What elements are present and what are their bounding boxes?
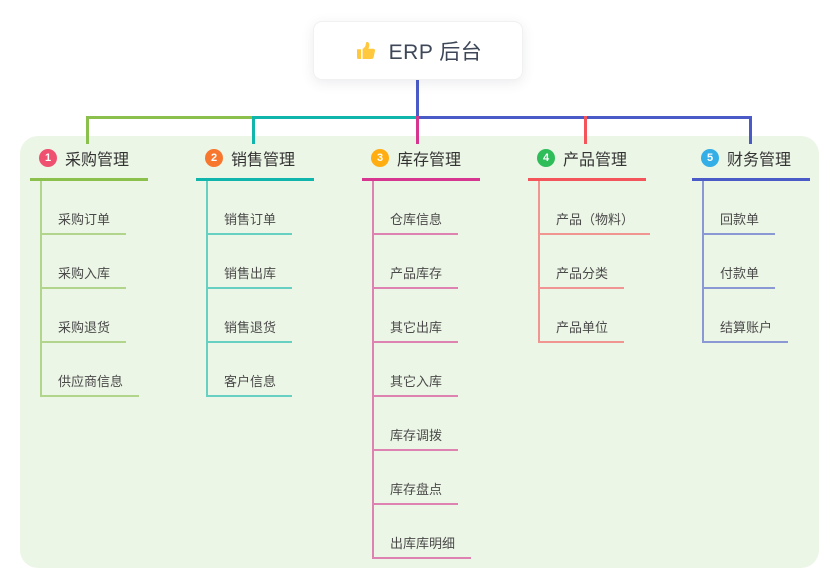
branch-node: 3 库存管理 仓库信息产品库存其它出库其它入库库存调拨库存盘点出库库明细 — [362, 146, 522, 559]
branch-children: 产品（物料）产品分类产品单位 — [538, 181, 688, 343]
branch-children: 采购订单采购入库采购退货供应商信息 — [40, 181, 190, 397]
connector-drop-1 — [86, 116, 89, 144]
branch-node: 2 销售管理 销售订单销售出库销售退货客户信息 — [196, 146, 356, 397]
thumbs-up-icon — [354, 39, 378, 63]
mindmap-panel — [20, 136, 819, 568]
branch-number-badge: 3 — [371, 149, 389, 167]
child-node[interactable]: 销售出库 — [208, 235, 293, 289]
branch-node: 5 财务管理 回款单付款单结算账户 — [692, 146, 839, 343]
child-node[interactable]: 其它出库 — [374, 289, 459, 343]
connector-drop-2 — [252, 116, 255, 144]
branch-label: 产品管理 — [563, 152, 628, 169]
child-node[interactable]: 产品单位 — [540, 289, 625, 343]
child-node[interactable]: 库存盘点 — [374, 451, 459, 505]
branch-children: 销售订单销售出库销售退货客户信息 — [206, 181, 356, 397]
connector-drop-4 — [584, 116, 587, 144]
connector-trunk-left — [86, 116, 254, 119]
child-node[interactable]: 出库库明细 — [374, 505, 472, 559]
child-node[interactable]: 付款单 — [704, 235, 776, 289]
branch-header[interactable]: 2 销售管理 — [196, 146, 314, 181]
branch-number-badge: 1 — [39, 149, 57, 167]
connector-drop-5 — [749, 116, 752, 144]
branch-header[interactable]: 1 采购管理 — [30, 146, 148, 181]
connector-drop-3 — [416, 116, 419, 144]
child-node[interactable]: 销售订单 — [208, 181, 293, 235]
child-node[interactable]: 库存调拨 — [374, 397, 459, 451]
child-node[interactable]: 采购订单 — [42, 181, 127, 235]
child-node[interactable]: 产品库存 — [374, 235, 459, 289]
child-node[interactable]: 产品分类 — [540, 235, 625, 289]
branch-number-badge: 5 — [701, 149, 719, 167]
child-node[interactable]: 产品（物料） — [540, 181, 651, 235]
branch-label: 销售管理 — [231, 152, 296, 169]
branch-label: 库存管理 — [397, 152, 462, 169]
branch-label: 财务管理 — [727, 152, 792, 169]
child-node[interactable]: 客户信息 — [208, 343, 293, 397]
child-node[interactable]: 采购入库 — [42, 235, 127, 289]
branch-header[interactable]: 5 财务管理 — [692, 146, 810, 181]
child-node[interactable]: 供应商信息 — [42, 343, 140, 397]
connector-trunk-mid — [252, 116, 417, 119]
child-node[interactable]: 结算账户 — [704, 289, 789, 343]
branch-children: 仓库信息产品库存其它出库其它入库库存调拨库存盘点出库库明细 — [372, 181, 522, 559]
branch-node: 4 产品管理 产品（物料）产品分类产品单位 — [528, 146, 688, 343]
branch-header[interactable]: 4 产品管理 — [528, 146, 646, 181]
branch-node: 1 采购管理 采购订单采购入库采购退货供应商信息 — [30, 146, 190, 397]
branch-header[interactable]: 3 库存管理 — [362, 146, 480, 181]
root-node[interactable]: ERP 后台 — [313, 21, 523, 80]
root-node-label: ERP 后台 — [388, 40, 483, 64]
connector-root-stem — [416, 80, 419, 118]
child-node[interactable]: 采购退货 — [42, 289, 127, 343]
child-node[interactable]: 其它入库 — [374, 343, 459, 397]
branch-number-badge: 2 — [205, 149, 223, 167]
child-node[interactable]: 仓库信息 — [374, 181, 459, 235]
child-node[interactable]: 销售退货 — [208, 289, 293, 343]
branch-label: 采购管理 — [65, 152, 130, 169]
branch-children: 回款单付款单结算账户 — [702, 181, 839, 343]
branch-number-badge: 4 — [537, 149, 555, 167]
child-node[interactable]: 回款单 — [704, 181, 776, 235]
